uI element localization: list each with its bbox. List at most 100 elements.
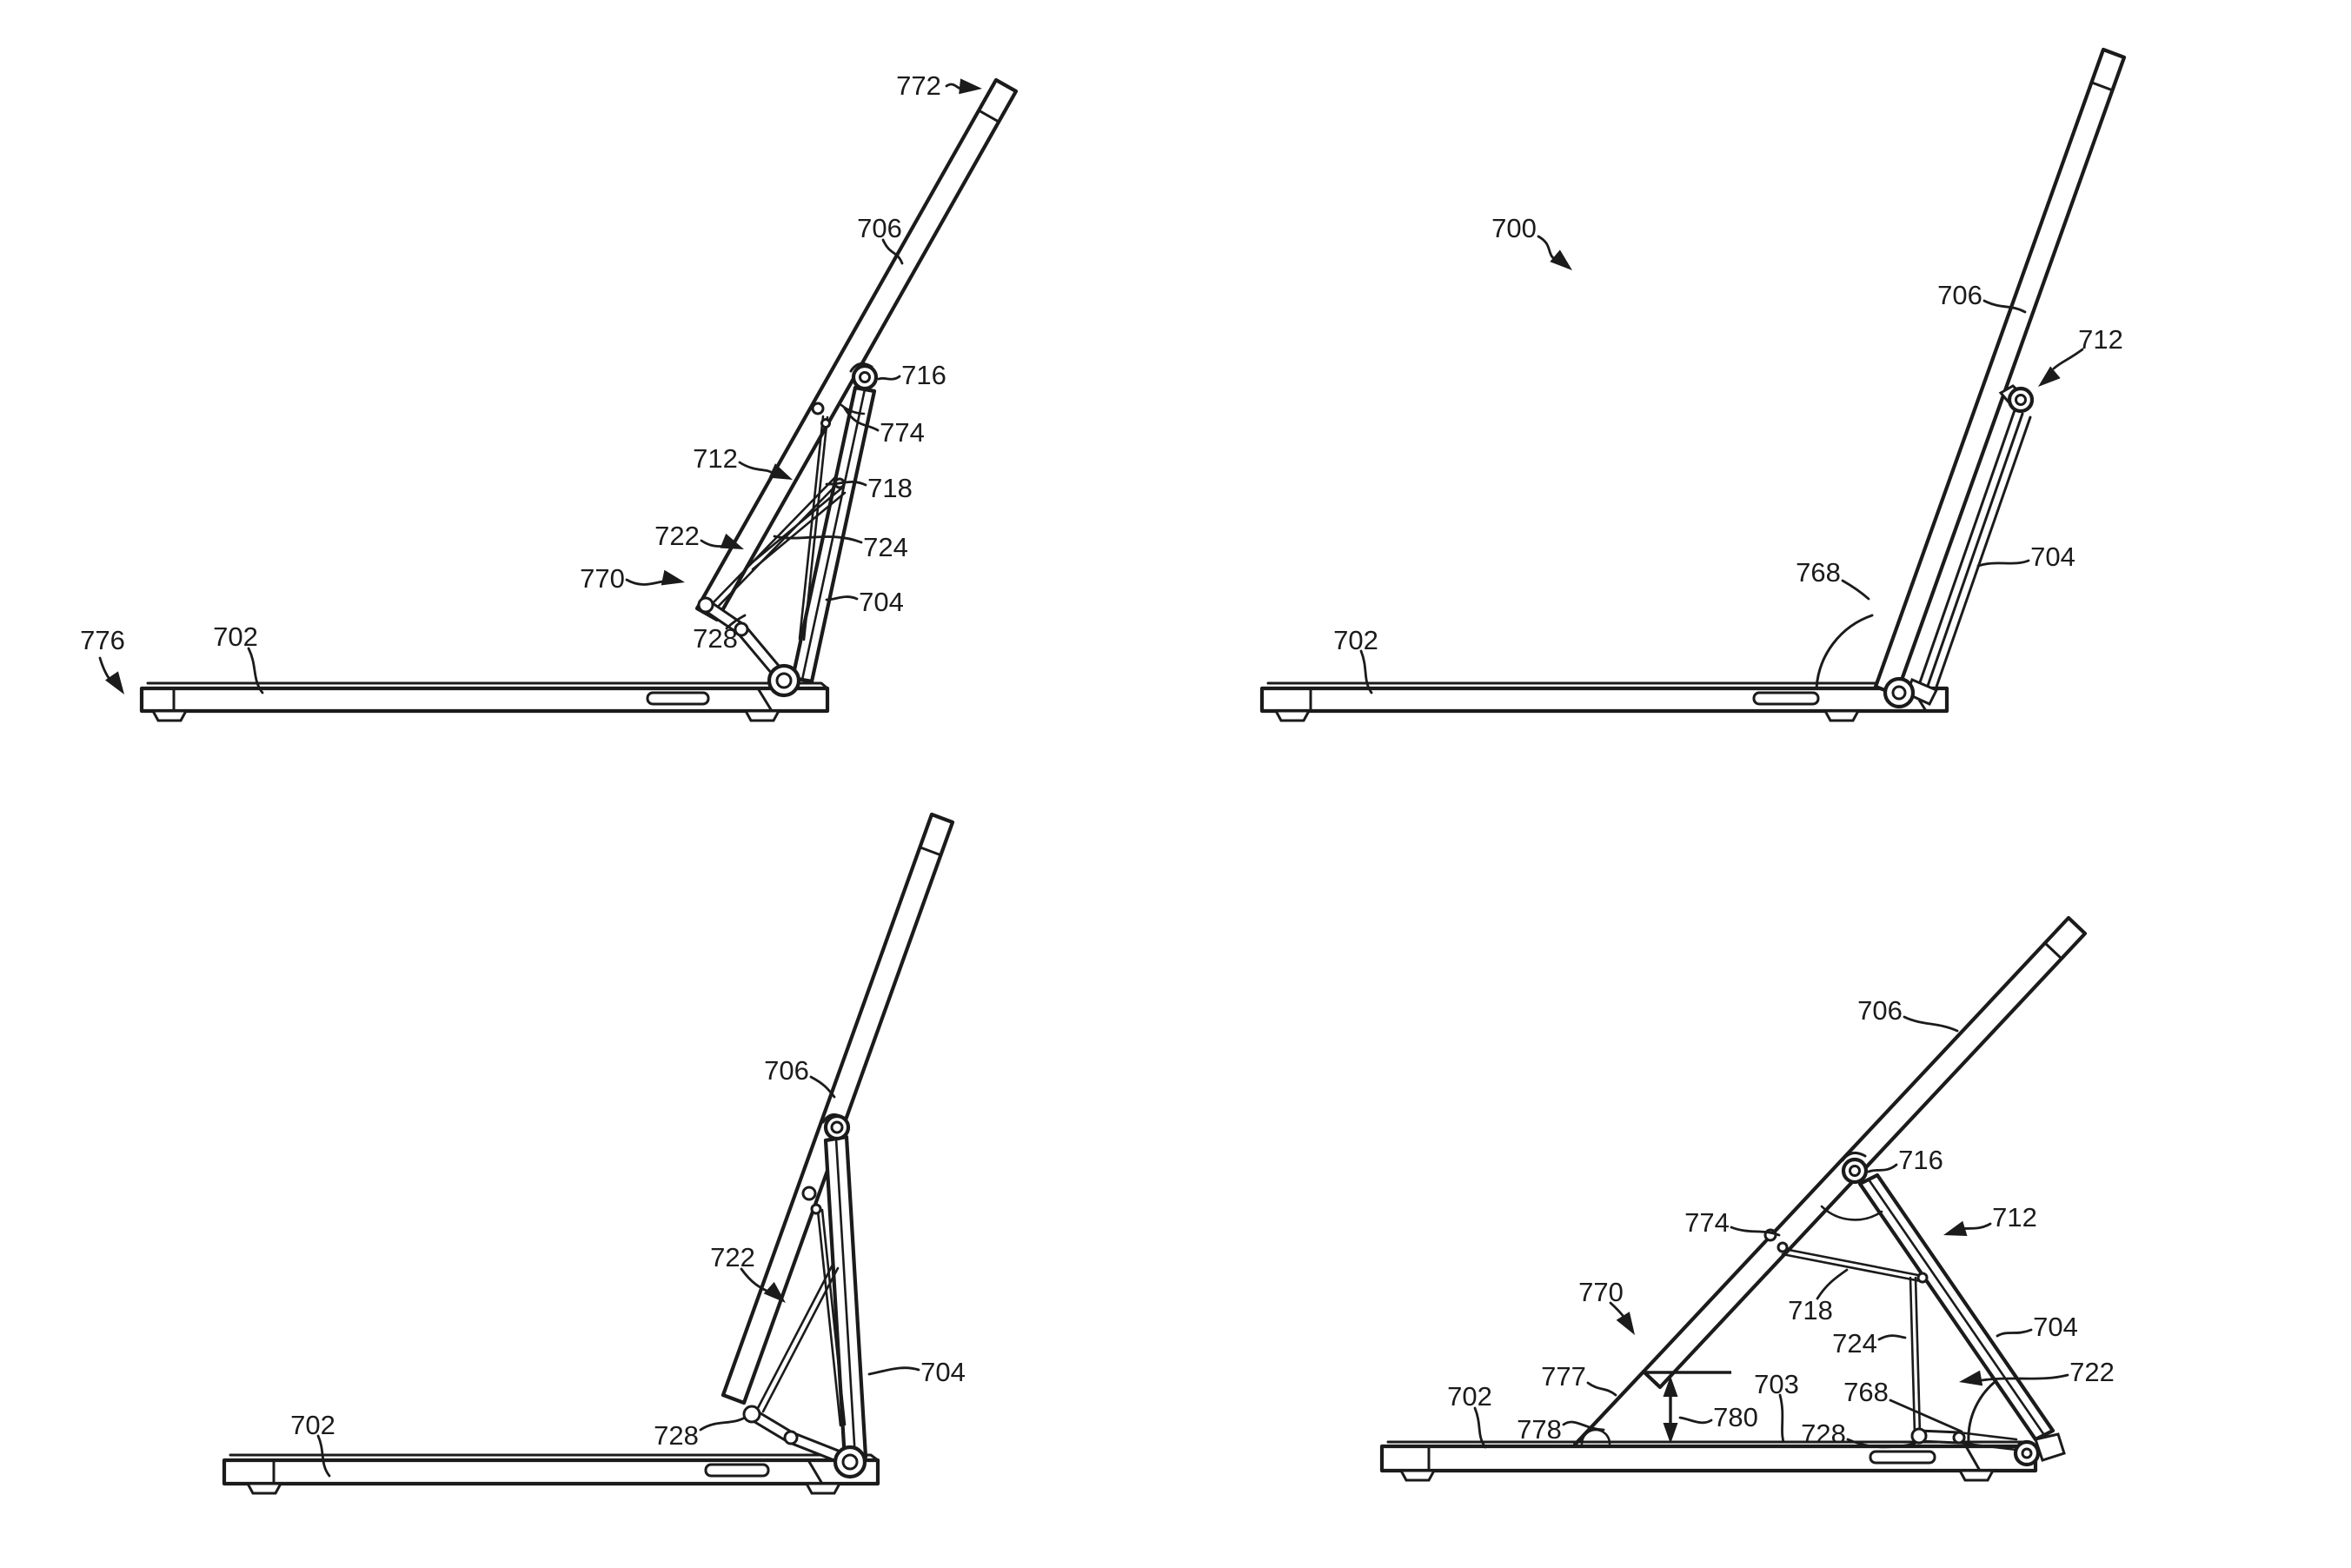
leader-702 (1359, 649, 1373, 694)
leader-702 (316, 1434, 331, 1478)
back-bracket-pivot-a (801, 1186, 817, 1201)
ref-label-706: 706 (1857, 995, 1903, 1026)
leader-704 (825, 595, 859, 601)
leader-712 (2052, 348, 2084, 370)
actuator-bar-718 (798, 415, 829, 641)
arrowhead-722 (720, 533, 744, 549)
ref-label-702: 702 (1447, 1381, 1492, 1412)
base-foot-left (245, 1482, 283, 1495)
lower-link-2 (1957, 1431, 2018, 1452)
base-top-edge (229, 1453, 880, 1462)
leader-716 (1867, 1163, 1898, 1173)
keyboard-base (222, 1453, 880, 1495)
ref-label-718: 718 (1788, 1295, 1833, 1325)
top-pivot-716-pin (1849, 1165, 1861, 1177)
leader-706 (1982, 299, 2027, 314)
leader-728 (699, 1416, 747, 1432)
ref-label-776: 776 (80, 625, 125, 655)
display-panel (1873, 47, 2127, 697)
base-hinge-pin (1891, 685, 1907, 701)
ref-label-706: 706 (857, 213, 902, 243)
leader-706 (809, 1075, 836, 1099)
base-body (139, 686, 830, 714)
leader-770 (625, 578, 666, 586)
display-tip-cap (977, 109, 1000, 123)
keyboard-base (1259, 681, 1949, 722)
height-dimension-780 (1644, 1371, 1731, 1444)
kickstand-inner-line (1867, 1178, 2046, 1437)
ref-label-700: 700 (1491, 213, 1537, 243)
ref-label-702: 702 (290, 1410, 335, 1440)
leader-704 (1976, 559, 2030, 568)
support-link-722 (756, 1263, 840, 1413)
ref-label-722: 722 (710, 1242, 755, 1272)
display-tip-cap (2043, 941, 2063, 960)
leader-702 (1473, 1406, 1487, 1449)
arrowhead-770 (661, 569, 685, 586)
ref-label-770: 770 (580, 563, 625, 594)
mid-link-pivot (783, 1430, 799, 1445)
reference-labels: 706 722 704 728 702 (290, 1055, 966, 1478)
ref-label-703: 703 (1754, 1369, 1799, 1399)
kickstand-line-3 (1933, 415, 2032, 694)
kickstand-line-2 (1925, 412, 2024, 690)
display-tip-cap (2090, 81, 2115, 92)
base-slot (704, 1463, 770, 1478)
leader-704 (867, 1366, 920, 1376)
ref-label-704: 704 (920, 1357, 966, 1387)
ref-label-777: 777 (1541, 1361, 1586, 1392)
support-link-722 (711, 475, 842, 609)
mid-link-pivot (734, 621, 749, 637)
base-body (1379, 1444, 2038, 1473)
view-bottom-right: 706 716 774 712 770 718 724 704 777 722 (1379, 915, 2115, 1482)
leader-718 (1816, 1268, 1849, 1300)
ref-label-712: 712 (2078, 324, 2123, 355)
ref-label-718: 718 (867, 473, 913, 503)
base-foot-left (150, 709, 189, 722)
angle-arc-774 (840, 403, 866, 415)
arrowhead-712 (2038, 366, 2061, 387)
ref-label-772: 772 (896, 70, 941, 101)
ref-label-774: 774 (1684, 1207, 1730, 1238)
keyboard-base (1379, 1440, 2038, 1482)
arrowhead-776 (104, 671, 124, 694)
ref-label-704: 704 (859, 587, 904, 617)
display-panel (694, 77, 1019, 622)
base-right-cap (1964, 1445, 1982, 1472)
screen-bottom-pivot (742, 1405, 761, 1424)
angle-arc-768 (1815, 614, 1874, 690)
ref-label-722: 722 (654, 521, 700, 551)
ref-label-702: 702 (213, 621, 258, 652)
display-panel (1641, 915, 2088, 1390)
base-body (1259, 686, 1949, 714)
reference-labels: 706 716 774 712 770 718 724 704 777 722 (1447, 995, 2115, 1449)
leader-774 (1730, 1226, 1781, 1237)
ref-label-712: 712 (1992, 1202, 2037, 1232)
dimension-arrow-up (1663, 1376, 1678, 1397)
ref-label-780: 780 (1713, 1402, 1758, 1432)
actuator-bar (816, 1208, 847, 1427)
base-hinge-pin (841, 1453, 859, 1471)
arrowhead-772 (959, 78, 982, 95)
base-foot-right (804, 1482, 842, 1495)
ref-label-728: 728 (693, 623, 738, 654)
view-top-left: 772 706 716 774 712 718 722 724 770 728 (80, 70, 1019, 722)
ref-label-704: 704 (2030, 541, 2075, 572)
base-top-edge (146, 681, 829, 690)
back-bracket-pivot-b (820, 418, 831, 429)
base-hinge-pin (2021, 1447, 2033, 1459)
lower-pivot-b (1952, 1431, 1966, 1445)
leader-712 (738, 461, 775, 475)
base-foot-right (1957, 1469, 1996, 1482)
base-foot-right (1823, 709, 1861, 722)
ref-label-704: 704 (2033, 1312, 2078, 1342)
leader-704 (1996, 1328, 2033, 1338)
leader-722 (1980, 1373, 2069, 1382)
support-link-724 (747, 487, 847, 571)
ref-label-706: 706 (1937, 280, 1982, 310)
keyboard-base (139, 681, 830, 722)
back-bracket-pivot-a (811, 402, 825, 415)
leader-712 (1961, 1222, 1992, 1231)
base-foot-left (1273, 709, 1312, 722)
